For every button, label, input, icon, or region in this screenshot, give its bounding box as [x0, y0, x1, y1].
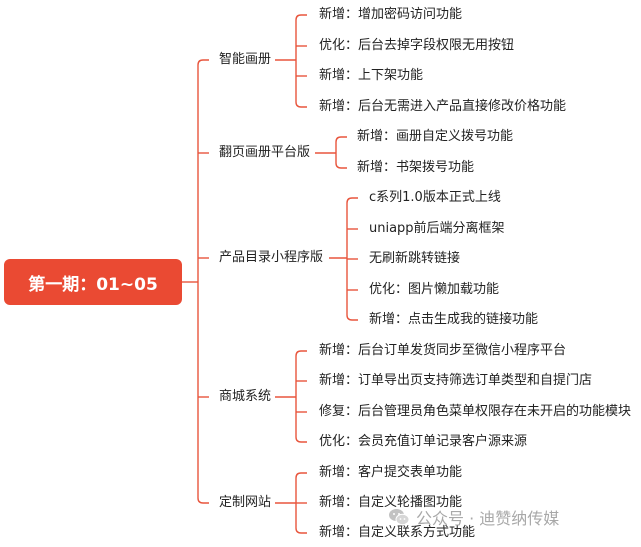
branch-node[interactable]: 智能画册 [219, 52, 272, 67]
branch-node[interactable]: 定制网站 [219, 495, 272, 510]
root-node[interactable]: 第一期：01~05 [4, 259, 182, 305]
leaf-node[interactable]: 优化：会员充值订单记录客户源来源 [319, 434, 528, 449]
leaf-node[interactable]: c系列1.0版本正式上线 [369, 190, 501, 205]
wechat-icon [389, 509, 410, 526]
leaf-node[interactable]: 修复：后台管理员角色菜单权限存在未开启的功能模块 [319, 404, 632, 419]
root-connector-bracket [197, 59, 209, 504]
leaf-node[interactable]: 优化：后台去掉字段权限无用按钮 [319, 38, 515, 53]
leaf-node[interactable]: uniapp前后端分离框架 [369, 221, 505, 236]
leaf-node[interactable]: 新增：增加密码访问功能 [319, 7, 463, 22]
branch-connector-bracket [295, 350, 307, 443]
leaf-node[interactable]: 新增：自定义联系方式功能 [319, 525, 476, 540]
watermark: 公众号 · 迪赞纳传媒 [388, 506, 559, 528]
branch-node[interactable]: 商城系统 [219, 389, 272, 404]
branch-node[interactable]: 翻页画册平台版 [219, 145, 311, 160]
leaf-node[interactable]: 新增：点击生成我的链接功能 [369, 312, 539, 327]
leaf-node[interactable]: 新增：后台订单发货同步至微信小程序平台 [319, 343, 567, 358]
leaf-node[interactable]: 优化：图片懒加载功能 [369, 282, 500, 297]
leaf-node[interactable]: 新增：客户提交表单功能 [319, 465, 463, 480]
branch-connector-bracket [335, 136, 347, 169]
leaf-node[interactable]: 无刷新跳转链接 [369, 251, 461, 266]
leaf-node[interactable]: 新增：画册自定义拨号功能 [357, 129, 514, 144]
watermark-text: 公众号 · 迪赞纳传媒 [416, 509, 560, 528]
leaf-node[interactable]: 新增：书架拨号功能 [357, 160, 475, 175]
branch-node[interactable]: 产品目录小程序版 [219, 250, 324, 265]
leaf-node[interactable]: 新增：订单导出页支持筛选订单类型和自提门店 [319, 373, 593, 388]
branch-connector-bracket [295, 14, 307, 108]
leaf-node[interactable]: 新增：上下架功能 [319, 68, 424, 83]
leaf-node[interactable]: 新增：后台无需进入产品直接修改价格功能 [319, 99, 567, 114]
leaf-node[interactable]: 新增：自定义轮播图功能 [319, 495, 463, 510]
